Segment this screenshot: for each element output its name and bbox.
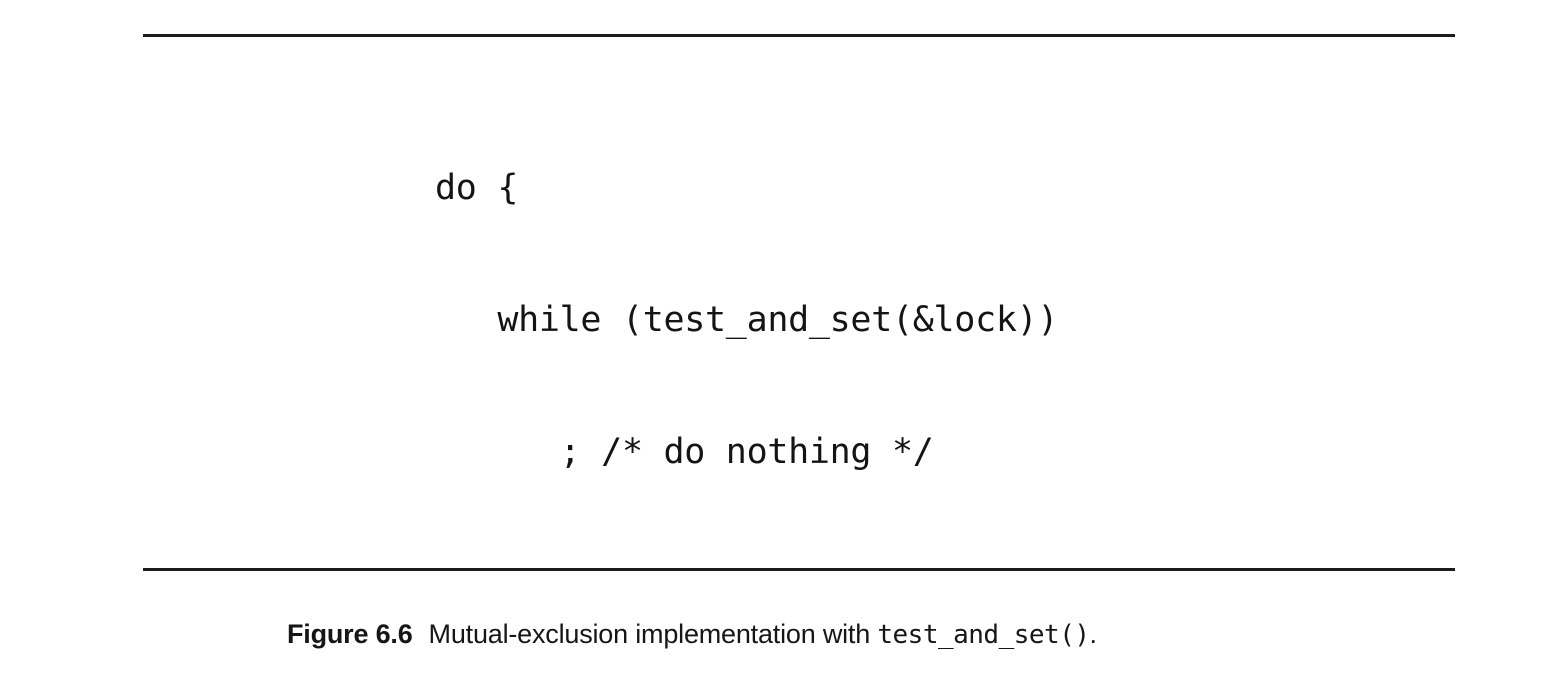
caption-text: Mutual-exclusion implementation with: [428, 619, 878, 649]
caption-code-reference: test_and_set(): [877, 620, 1090, 650]
figure-top-rule: [143, 34, 1455, 37]
figure-number-label: Figure 6.6: [287, 619, 413, 649]
figure-caption: Figure 6.6 Mutual-exclusion implementatio…: [287, 617, 1097, 652]
caption-period: .: [1089, 619, 1098, 649]
code-line: ; /* do nothing */: [435, 432, 934, 472]
code-line: while (test_and_set(&lock)): [435, 300, 1059, 340]
figure-bottom-rule: [143, 568, 1455, 571]
code-listing: do { while (test_and_set(&lock)) ; /* do…: [435, 78, 1435, 684]
code-line: do {: [435, 168, 519, 208]
